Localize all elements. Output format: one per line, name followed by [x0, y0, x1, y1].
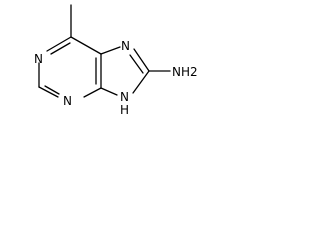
bond-c8-n9	[132, 70, 150, 94]
bond-n3-c4	[83, 87, 102, 98]
atom-label-amine: NH2	[172, 65, 198, 79]
atom-label-layer: N N N N H NH2	[34, 39, 198, 117]
atom-label-n3: N	[63, 94, 72, 108]
bond-c5-n7	[100, 46, 121, 55]
atom-label-n7: N	[121, 39, 130, 53]
atom-label-n1: N	[34, 52, 43, 66]
atom-label-n9: N	[120, 90, 129, 104]
bond-c6-n1	[46, 36, 72, 52]
molecule-structure: N N N N H NH2	[34, 4, 198, 117]
bond-c2-n3	[38, 86, 59, 98]
bond-n7-c8-double	[129, 54, 144, 74]
bond-n9-c4	[100, 87, 118, 96]
bond-n7-c8	[133, 48, 150, 72]
atom-label-n9-hydrogen: H	[120, 103, 129, 117]
bond-layer	[38, 4, 171, 98]
bond-c2-n3-double	[44, 85, 60, 95]
bond-c5-c6	[70, 36, 102, 55]
bond-c6-n1-double	[50, 42, 71, 55]
